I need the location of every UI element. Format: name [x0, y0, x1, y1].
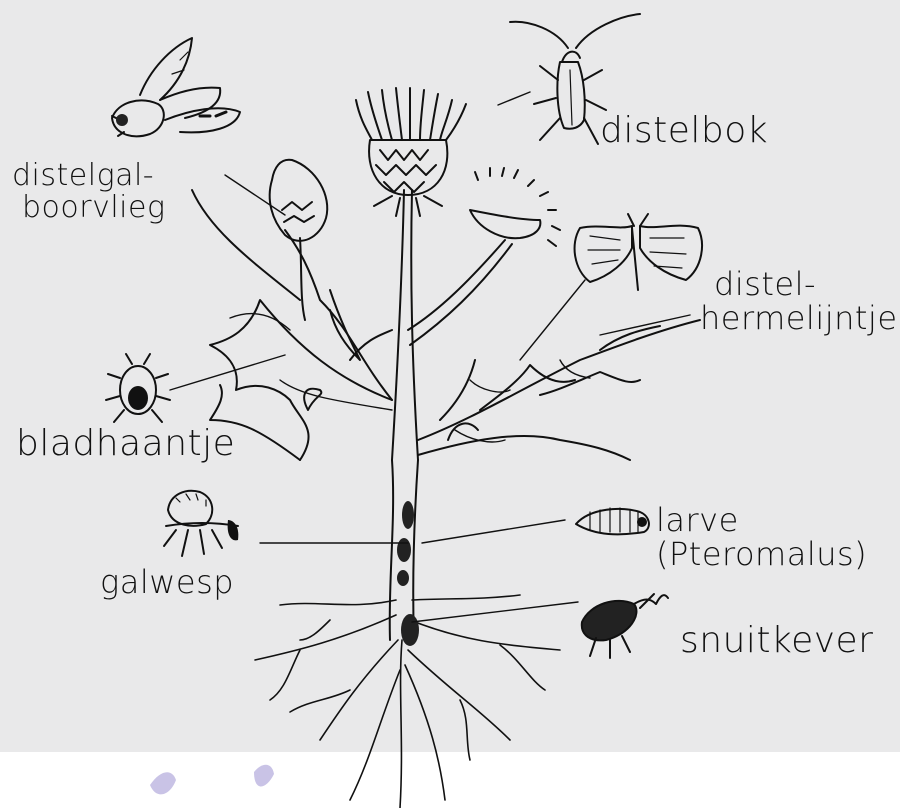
label-snuitkever-text: snuitkever [680, 622, 873, 660]
label-distelgal-line2: boorvlieg [22, 192, 165, 224]
weevil-insect [582, 594, 668, 658]
stem [390, 190, 512, 640]
gall-wasp-insect [164, 491, 238, 556]
leaves-left [192, 190, 392, 460]
label-larve-pteromalus: larve (Pteromalus) [656, 504, 867, 571]
watermark-shapes [150, 765, 274, 795]
leaves-right [418, 320, 700, 460]
label-larve-line2: (Pteromalus) [656, 538, 867, 572]
label-distelhermelijntje-line2: hermelijntje [700, 302, 898, 336]
larva-insect [576, 508, 649, 534]
label-galwesp-text: galwesp [100, 566, 234, 600]
label-galwesp: galwesp [100, 566, 234, 600]
fly-insect [112, 38, 240, 136]
leaf-beetle-insect [106, 354, 170, 422]
label-distelbok: distelbok [600, 112, 768, 150]
label-larve-line1: larve [656, 504, 867, 538]
label-distelhermelijntje-line1: distel- [714, 268, 898, 302]
label-snuitkever: snuitkever [680, 622, 873, 660]
thistle-seed-head [470, 168, 560, 246]
label-distelgalboorvlieg: distelgal- boorvlieg [12, 160, 165, 223]
label-bladhaantje: bladhaantje [16, 425, 235, 463]
label-distelhermelijntje: distel- hermelijntje [700, 268, 898, 335]
moth-insect [575, 214, 702, 290]
label-distelgal-line1: distelgal- [12, 160, 165, 192]
stem-galls [397, 501, 419, 646]
label-distelbok-text: distelbok [600, 112, 768, 150]
label-bladhaantje-text: bladhaantje [16, 425, 235, 463]
